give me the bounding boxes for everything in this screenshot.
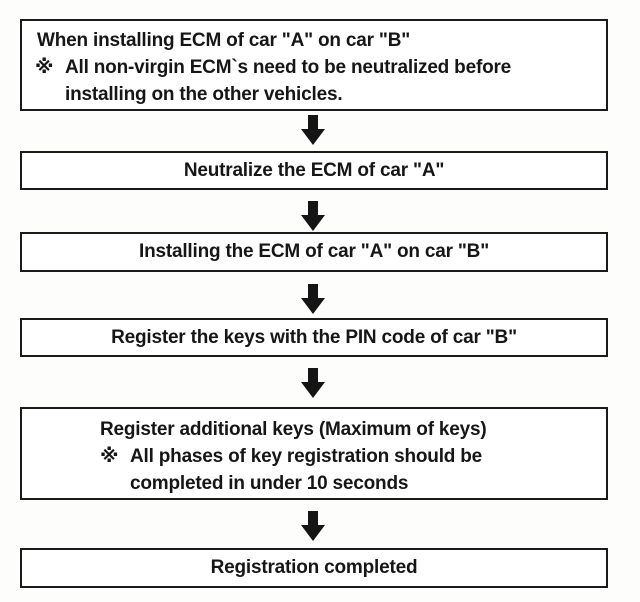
step5-note-continued: completed in under 10 seconds: [130, 473, 409, 494]
step4-label: Register the keys with the PIN code of c…: [111, 327, 517, 348]
flow-step-register-keys-pin: Register the keys with the PIN code of c…: [20, 318, 608, 357]
flow-step-install-ecm: Installing the ECM of car "A" on car "B": [20, 232, 608, 272]
flow-step-installing-precondition: When installing ECM of car "A" on car "B…: [20, 19, 608, 111]
step1-note-continued: installing on the other vehicles.: [65, 84, 343, 105]
down-arrow-icon: [301, 284, 325, 314]
reference-mark-icon: ※: [100, 446, 119, 467]
step6-label: Registration completed: [210, 557, 418, 578]
reference-mark-icon: ※: [35, 57, 54, 78]
flow-step-neutralize-ecm: Neutralize the ECM of car "A": [20, 151, 608, 190]
step1-note-text: All non-virgin ECM`s need to be neutrali…: [65, 57, 512, 78]
step2-label: Neutralize the ECM of car "A": [183, 160, 445, 181]
flow-step-registration-completed: Registration completed: [20, 548, 608, 588]
step5-title: Register additional keys (Maximum of key…: [100, 419, 487, 440]
flow-step-register-additional-keys: Register additional keys (Maximum of key…: [20, 407, 608, 500]
step1-note: ※ All non-virgin ECM`s need to be neutral…: [22, 54, 606, 81]
down-arrow-icon: [301, 115, 325, 145]
step5-note: ※ All phases of key registration should b…: [22, 443, 606, 470]
down-arrow-icon: [301, 511, 325, 541]
step5-note-text: All phases of key registration should be: [130, 446, 483, 467]
down-arrow-icon: [301, 201, 325, 231]
step1-title: When installing ECM of car "A" on car "B…: [37, 30, 411, 51]
down-arrow-icon: [301, 368, 325, 398]
step3-label: Installing the ECM of car "A" on car "B": [138, 241, 490, 262]
